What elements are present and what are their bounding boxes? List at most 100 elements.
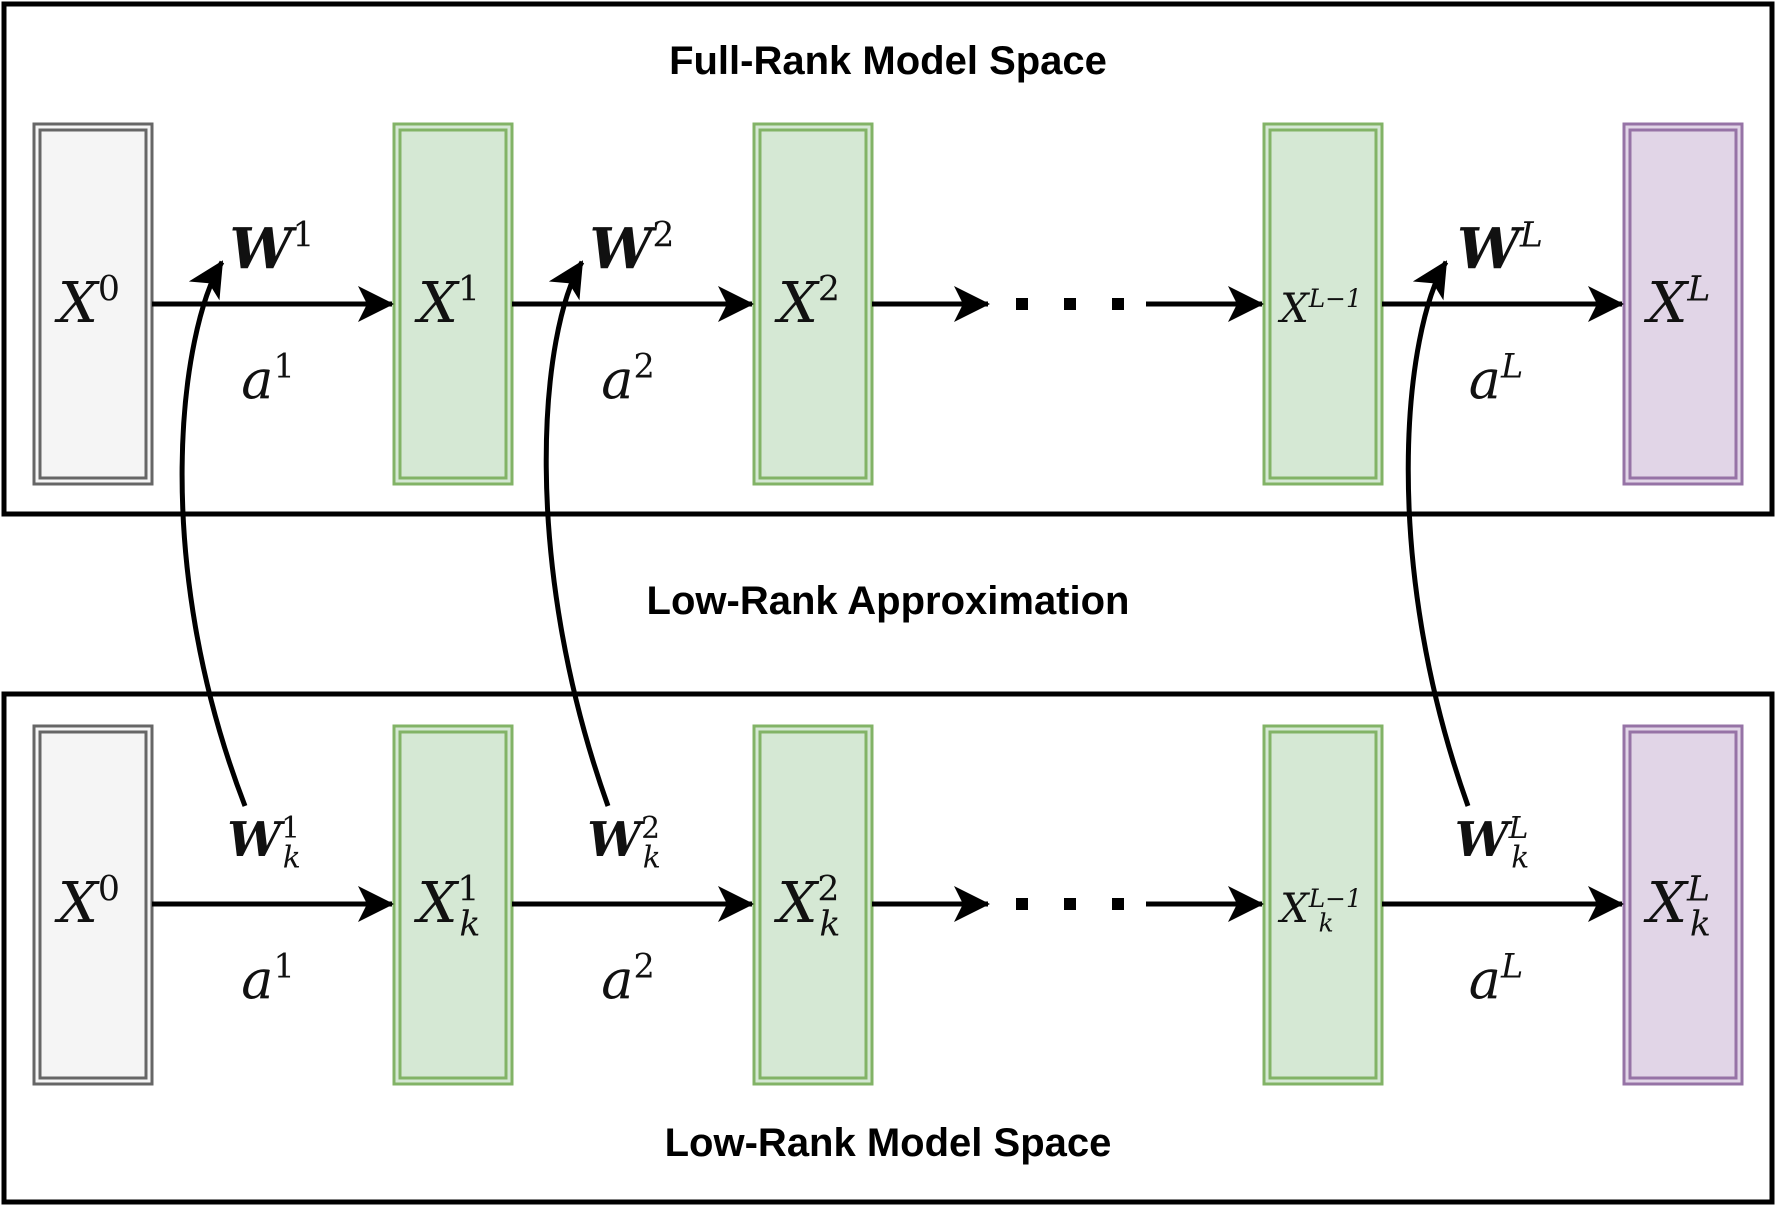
- label-superscript: 0: [98, 270, 120, 310]
- ellipsis-dot: [1064, 898, 1076, 910]
- label-superscript: L: [1500, 946, 1523, 985]
- full-rank-panel: [1, 1, 1775, 517]
- ellipsis-dot: [1016, 298, 1028, 310]
- svg-text:a1: a1: [241, 946, 295, 1011]
- label-base: X: [774, 871, 820, 936]
- ellipsis-dot: [1112, 898, 1124, 910]
- layer-box-outer: [32, 724, 154, 1086]
- label-base: W: [1457, 216, 1525, 282]
- svg-text:X1: X1: [414, 270, 480, 336]
- label-superscript: 1: [292, 216, 314, 256]
- svg-text:a1: a1: [241, 346, 295, 411]
- approximation-arrow: [1405, 260, 1471, 807]
- layer-label: XL: [1644, 270, 1711, 336]
- layer-box-inner: [398, 128, 508, 480]
- low-rank-panel: [1, 691, 1775, 1205]
- svg-text:X2: X2: [774, 270, 840, 336]
- label-base: X: [1277, 286, 1310, 332]
- layer-box-inner: [758, 128, 868, 480]
- layer-node-hidden: X2: [752, 122, 874, 486]
- ellipsis-dot: [1112, 298, 1124, 310]
- layer-box-inner: [758, 730, 868, 1080]
- label-superscript: 1: [273, 946, 294, 985]
- layer-box-outer: [392, 724, 514, 1086]
- layer-box-outer: [752, 122, 874, 486]
- label-superscript: 1: [458, 270, 480, 310]
- label-superscript: 0: [98, 870, 120, 910]
- label-base: a: [601, 948, 633, 1011]
- svg-text:W1k: W1k: [227, 811, 301, 876]
- label-base: a: [241, 948, 273, 1011]
- svg-text:X0: X0: [54, 270, 120, 336]
- label-superscript: L: [1519, 216, 1543, 256]
- label-base: X: [1644, 271, 1690, 336]
- label-superscript: 1: [273, 346, 294, 385]
- label-base: W: [227, 812, 285, 868]
- label-superscript: L: [1508, 811, 1529, 846]
- layer-node-output: XL: [1622, 122, 1744, 486]
- approximation-links: [179, 260, 1471, 807]
- layer-box-inner: [1268, 730, 1378, 1080]
- activation-label: a2: [601, 946, 655, 1011]
- svg-text:WL: WL: [1457, 216, 1543, 282]
- label-subscript: k: [643, 841, 661, 876]
- label-base: W: [590, 216, 658, 282]
- label-superscript: 1: [281, 811, 300, 846]
- ellipsis-dot: [1064, 298, 1076, 310]
- layer-box-outer: [752, 724, 874, 1086]
- svg-text:X1k: X1k: [414, 870, 481, 945]
- layer-box-inner: [1268, 128, 1378, 480]
- label-base: X: [1643, 871, 1689, 936]
- layer-node-hidden: X1: [392, 122, 514, 486]
- svg-text:XLk: XLk: [1643, 870, 1711, 945]
- label-subscript: k: [283, 841, 301, 876]
- label-superscript: L−1: [1308, 284, 1362, 313]
- svg-text:aL: aL: [1469, 346, 1523, 411]
- label-base: X: [774, 271, 820, 336]
- label-subscript: k: [1319, 909, 1334, 938]
- label-base: a: [1469, 348, 1501, 411]
- activation-label: aL: [1469, 346, 1523, 411]
- layer-box-inner: [38, 128, 148, 480]
- layer-label: XL−1: [1277, 284, 1362, 332]
- layer-box-inner: [1628, 128, 1738, 480]
- label-superscript: L: [1686, 870, 1710, 910]
- label-superscript: 2: [641, 811, 660, 846]
- svg-text:W2k: W2k: [587, 811, 661, 876]
- layer-box-inner: [1628, 730, 1738, 1080]
- svg-text:W2: W2: [590, 216, 675, 282]
- layer-box-inner: [398, 730, 508, 1080]
- label-superscript: 2: [633, 346, 654, 385]
- layer-label: X0: [54, 270, 120, 336]
- label-base: W: [587, 812, 645, 868]
- svg-text:W1: W1: [230, 216, 315, 282]
- label-base: X: [54, 271, 100, 336]
- low-rank-approximation-title: Low-Rank Approximation: [647, 579, 1130, 623]
- label-subscript: k: [459, 904, 480, 944]
- svg-text:X2k: X2k: [774, 870, 841, 945]
- label-base: X: [1277, 886, 1310, 932]
- ellipsis-dot: [1016, 898, 1028, 910]
- activation-label: aL: [1469, 946, 1523, 1011]
- layer-label: X1: [414, 270, 480, 336]
- label-superscript: 2: [652, 216, 674, 256]
- label-subscript: k: [1690, 904, 1711, 944]
- label-superscript: 1: [457, 870, 479, 910]
- weight-label: WL: [1457, 216, 1543, 282]
- approximation-arrow: [543, 260, 611, 807]
- layer-box-outer: [1622, 122, 1744, 486]
- label-subscript: k: [1511, 841, 1529, 876]
